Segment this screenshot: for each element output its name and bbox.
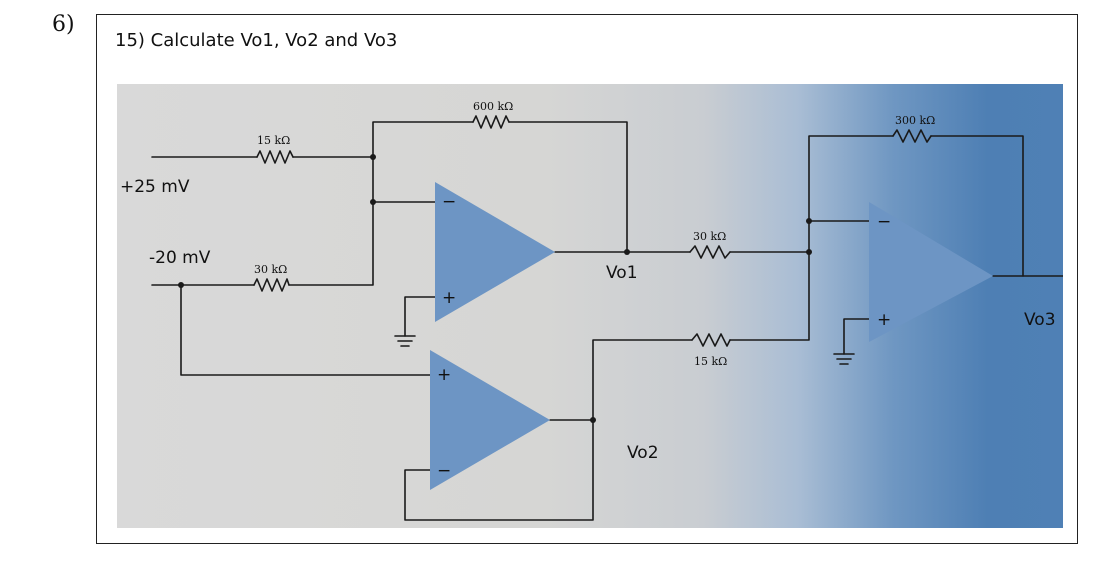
resistor-15k-link2 xyxy=(691,333,731,347)
opamp3-inverting-marker: − xyxy=(877,212,891,232)
opamp2-noninverting-marker: + xyxy=(437,365,451,385)
label-output-vo3: Vo3 xyxy=(1024,310,1056,330)
question-number: 6) xyxy=(52,12,75,37)
wire-fb1-left xyxy=(372,121,474,158)
junction-dot xyxy=(178,282,184,288)
ground-symbol-2 xyxy=(833,353,855,365)
label-r-f3: 300 kΩ xyxy=(895,114,935,127)
question-prompt: 15) Calculate Vo1, Vo2 and Vo3 xyxy=(115,30,398,51)
wire-noninv3-ground xyxy=(843,318,870,355)
label-r-link1: 30 kΩ xyxy=(693,230,726,243)
resistor-15k-in1 xyxy=(256,150,294,164)
circuit-photo: − + + − − + 15 kΩ 30 kΩ 600 kΩ 30 kΩ 15 … xyxy=(117,84,1063,528)
resistor-30k-link1 xyxy=(689,245,731,259)
wire-sum-to-inv3 xyxy=(808,220,870,253)
question-frame xyxy=(96,14,1078,544)
junction-dot xyxy=(806,218,812,224)
junction-dot xyxy=(370,199,376,205)
opamp3-noninverting-marker: + xyxy=(877,310,891,330)
wire-r30-to-node xyxy=(288,201,374,286)
resistor-30k-in2 xyxy=(253,278,290,292)
wire-v2-to-noninv2 xyxy=(180,284,431,376)
opamp-2 xyxy=(430,350,550,490)
label-input-v2: -20 mV xyxy=(149,248,211,268)
wire-node-to-inv1 xyxy=(372,156,436,203)
wire-fb3-right xyxy=(930,135,1024,277)
circuit-diagram: − + + − − + 15 kΩ 30 kΩ 600 kΩ 30 kΩ 15 … xyxy=(120,100,1063,521)
label-output-vo2: Vo2 xyxy=(627,443,659,463)
opamp-1 xyxy=(435,182,555,322)
wire-out2-to-r15 xyxy=(592,339,693,421)
label-r-in2: 30 kΩ xyxy=(254,263,287,276)
label-r-f1: 600 kΩ xyxy=(473,100,513,113)
wire-fb3-left xyxy=(808,135,894,222)
wire-fb2 xyxy=(404,419,594,521)
label-input-v1: +25 mV xyxy=(120,177,190,197)
resistor-300k-fb3 xyxy=(892,129,932,143)
opamp2-inverting-marker: − xyxy=(437,461,451,481)
label-r-link2: 15 kΩ xyxy=(694,355,727,368)
junction-dot xyxy=(806,249,812,255)
resistor-600k-fb1 xyxy=(472,115,510,129)
junction-dot xyxy=(370,154,376,160)
junction-dot xyxy=(624,249,630,255)
wire-noninv1-ground xyxy=(404,296,436,337)
label-r-in1: 15 kΩ xyxy=(257,134,290,147)
label-output-vo1: Vo1 xyxy=(606,263,638,283)
wire-link2-right xyxy=(729,251,810,341)
wire-fb1-right xyxy=(508,121,628,253)
opamp1-inverting-marker: − xyxy=(442,192,456,212)
ground-symbol-1 xyxy=(394,335,416,347)
opamp1-noninverting-marker: + xyxy=(442,288,456,308)
junction-dot xyxy=(590,417,596,423)
opamp-3 xyxy=(869,202,993,342)
